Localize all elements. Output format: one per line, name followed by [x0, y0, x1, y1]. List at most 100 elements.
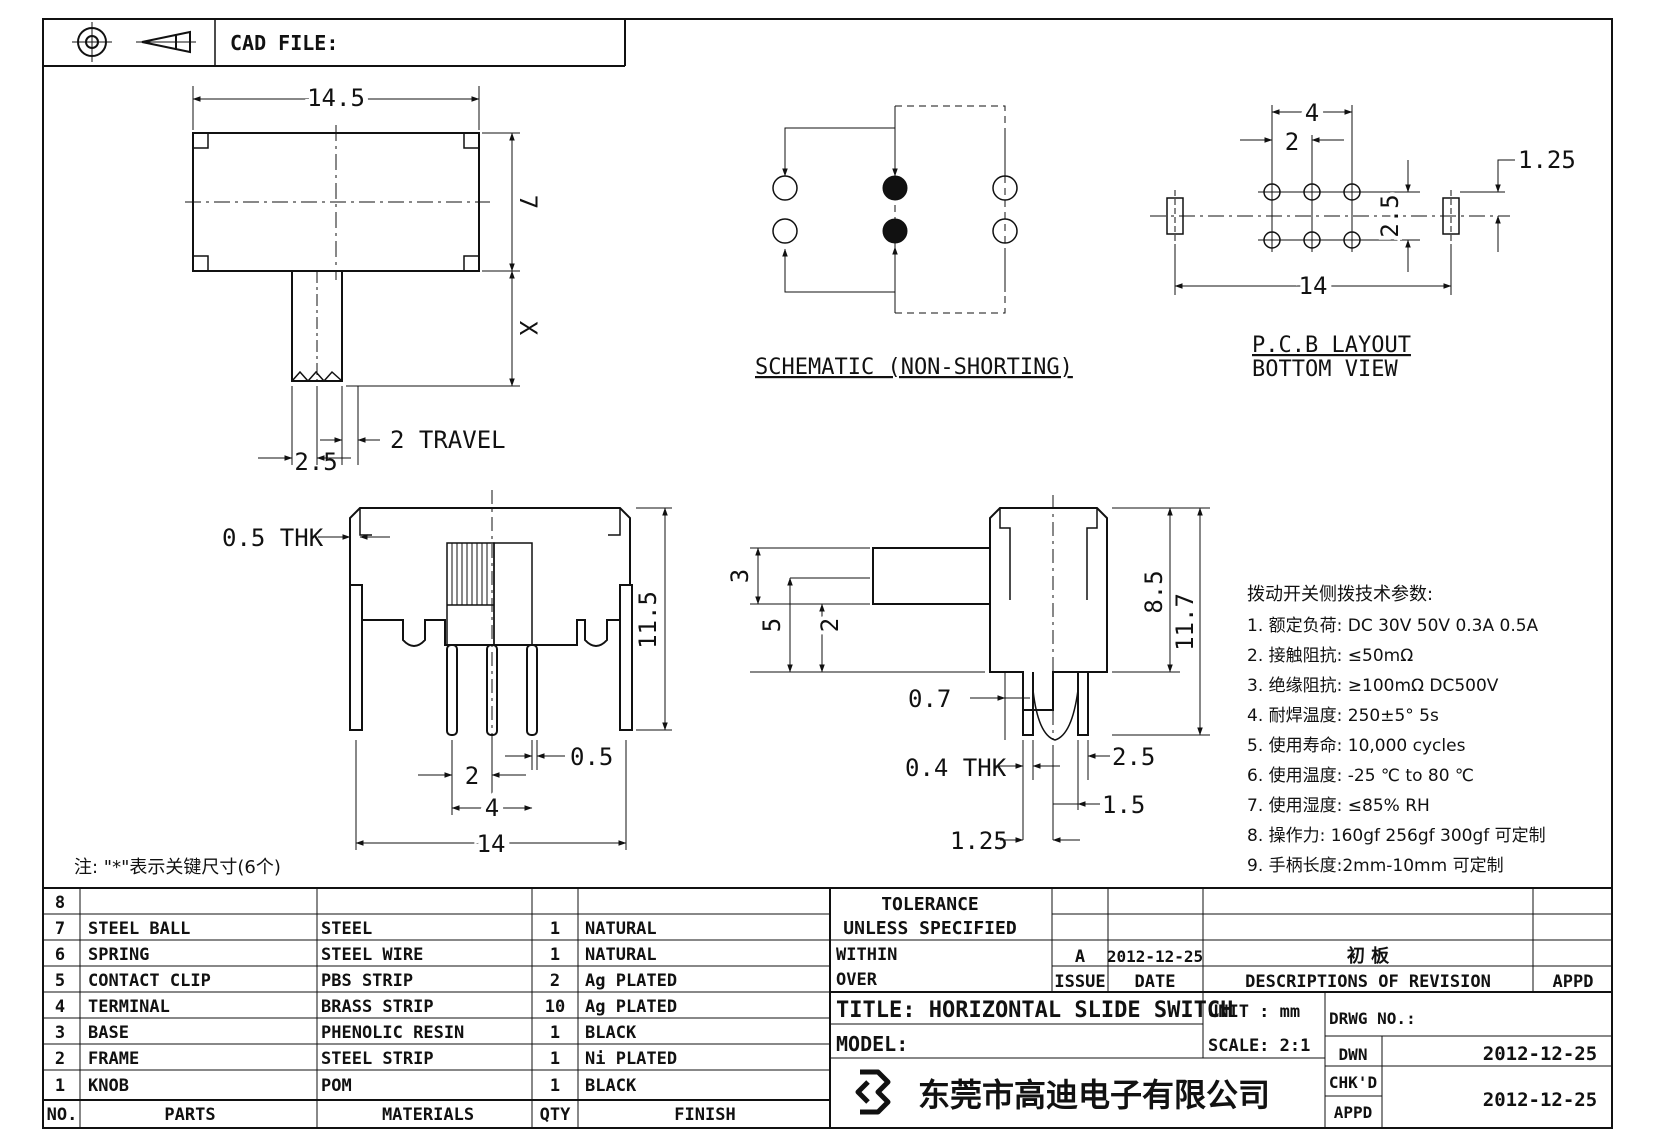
front-pin05: 0.5 — [570, 743, 613, 771]
side-d2: 2 — [816, 618, 844, 632]
side-d125: 1.25 — [950, 827, 1008, 855]
dwn-date: 2012-12-25 — [1483, 1043, 1597, 1065]
bom-finish: Ag PLATED — [585, 971, 677, 991]
side-d07: 0.7 — [908, 685, 951, 713]
top-width-dim: 14.5 — [307, 84, 365, 112]
bom-table — [43, 887, 1612, 1128]
bom-material: POM — [321, 1076, 352, 1096]
bom-material: STEEL STRIP — [321, 1049, 434, 1069]
schematic-diagram — [772, 105, 1018, 314]
cad-file-label: CAD FILE: — [230, 31, 338, 55]
key-dimension-note: 注: "*"表示关键尺寸(6个) — [74, 857, 281, 878]
appd-label: APPD — [1334, 1103, 1373, 1122]
sheet-border — [42, 18, 1613, 1129]
spec-item: 2. 接触阻抗: ≤50mΩ — [1247, 646, 1413, 666]
spec-item: 1. 额定负荷: DC 30V 50V 0.3A 0.5A — [1247, 616, 1539, 636]
scale-label: SCALE: 2:1 — [1208, 1036, 1310, 1056]
bom-no: 4 — [55, 997, 65, 1017]
bom-header-finish: FINISH — [674, 1105, 735, 1125]
bom-finish: NATURAL — [585, 945, 657, 965]
bom-qty: 1 — [550, 1076, 560, 1096]
pcb-dim-25: 2.5 — [1376, 194, 1404, 237]
table-row: 4 TERMINAL BRASS STRIP 10 Ag PLATED — [55, 997, 677, 1017]
table-row: 3 BASE PHENOLIC RESIN 1 BLACK — [55, 1023, 637, 1043]
bom-part: KNOB — [88, 1076, 129, 1096]
pcb-layout — [1150, 105, 1515, 295]
within-label: WITHIN — [836, 945, 897, 965]
projection-symbol-icon — [72, 22, 196, 62]
company-logo-icon — [855, 1069, 891, 1115]
bom-no: 5 — [55, 971, 65, 991]
bom-qty: 1 — [550, 945, 560, 965]
pcb-dim-2: 2 — [1285, 128, 1299, 156]
unit-label: UNIT : mm — [1208, 1002, 1300, 1022]
side-d25: 2.5 — [1112, 743, 1155, 771]
pcb-dim-125: 1.25 — [1518, 146, 1576, 174]
header-box: CAD FILE: — [43, 19, 626, 67]
bom-header-row: NO. PARTS MATERIALS QTY FINISH — [47, 1105, 736, 1125]
spec-list: 拨动开关侧拨技术参数: 1. 额定负荷: DC 30V 50V 0.3A 0.5… — [1247, 584, 1546, 876]
title-block-text: TOLERANCE UNLESS SPECIFIED WITHIN OVER A… — [836, 894, 1597, 1122]
chkd-label: CHK'D — [1329, 1073, 1377, 1092]
issue-label: ISSUE — [1054, 972, 1105, 992]
bom-part: SPRING — [88, 945, 149, 965]
table-row: 1 KNOB POM 1 BLACK — [55, 1076, 637, 1096]
side-d5: 5 — [758, 618, 786, 632]
front-width14: 14 — [477, 830, 506, 858]
spec-item: 3. 绝缘阻抗: ≥100mΩ DC500V — [1247, 676, 1499, 696]
title-block-grid — [830, 888, 1612, 1128]
bom-material: PBS STRIP — [321, 971, 413, 991]
bom-qty: 1 — [550, 1023, 560, 1043]
spec-item: 7. 使用湿度: ≤85% RH — [1247, 795, 1430, 816]
top-height-dim: 7 — [514, 195, 542, 209]
appd-date: 2012-12-25 — [1483, 1089, 1597, 1111]
bom-no: 3 — [55, 1023, 65, 1043]
bom-finish: NATURAL — [585, 919, 657, 939]
top-view — [185, 86, 520, 465]
pcb-dim-4: 4 — [1305, 99, 1319, 127]
over-label: OVER — [836, 970, 878, 990]
table-row: 5 CONTACT CLIP PBS STRIP 2 Ag PLATED — [55, 971, 677, 991]
bom-material: BRASS STRIP — [321, 997, 434, 1017]
revision-value: 初 板 — [1347, 945, 1390, 967]
bom-part: FRAME — [88, 1049, 139, 1069]
spec-item: 6. 使用温度: -25 ℃ to 80 ℃ — [1247, 765, 1474, 786]
bom-header-parts: PARTS — [164, 1105, 215, 1125]
table-row: 8 — [55, 893, 65, 913]
revision-label: DESCRIPTIONS OF REVISION — [1245, 972, 1491, 992]
front-pitch2: 2 — [465, 762, 479, 790]
front-height: 11.5 — [634, 591, 662, 649]
bom-qty: 2 — [550, 971, 560, 991]
front-view — [318, 490, 672, 850]
bom-header-qty: QTY — [540, 1105, 571, 1125]
bom-qty: 1 — [550, 919, 560, 939]
bom-finish: Ag PLATED — [585, 997, 677, 1017]
bom-header-no: NO. — [47, 1105, 78, 1125]
side-view — [750, 495, 1210, 843]
front-pitch4: 4 — [485, 794, 499, 822]
side-d15: 1.5 — [1102, 791, 1145, 819]
table-row: 2 FRAME STEEL STRIP 1 Ni PLATED — [55, 1049, 677, 1069]
table-row: 6 SPRING STEEL WIRE 1 NATURAL — [55, 945, 657, 965]
bom-no: 7 — [55, 919, 65, 939]
pcb-title: P.C.B LAYOUT — [1252, 333, 1411, 358]
bom-qty: 1 — [550, 1049, 560, 1069]
pcb-dim-14: 14 — [1299, 272, 1328, 300]
bom-material: STEEL — [321, 919, 372, 939]
side-d117: 11.7 — [1171, 593, 1199, 651]
pcb-subtitle: BOTTOM VIEW — [1252, 357, 1398, 382]
table-row: 7 STEEL BALL STEEL 1 NATURAL — [55, 919, 657, 939]
spec-item: 5. 使用寿命: 10,000 cycles — [1247, 735, 1466, 756]
spec-item: 4. 耐焊温度: 250±5° 5s — [1247, 706, 1439, 726]
model-label: MODEL: — [836, 1032, 908, 1056]
bom-no: 6 — [55, 945, 65, 965]
issue-date: 2012-12-25 — [1107, 947, 1203, 966]
side-thk: 0.4 THK — [905, 754, 1007, 782]
bom-part: STEEL BALL — [88, 919, 190, 939]
front-thk: 0.5 THK — [222, 524, 324, 552]
bom-finish: Ni PLATED — [585, 1049, 677, 1069]
spec-item: 9. 手柄长度:2mm-10mm 可定制 — [1247, 856, 1504, 876]
top-travel-label: 2 TRAVEL — [390, 426, 506, 454]
date-label: DATE — [1135, 972, 1176, 992]
